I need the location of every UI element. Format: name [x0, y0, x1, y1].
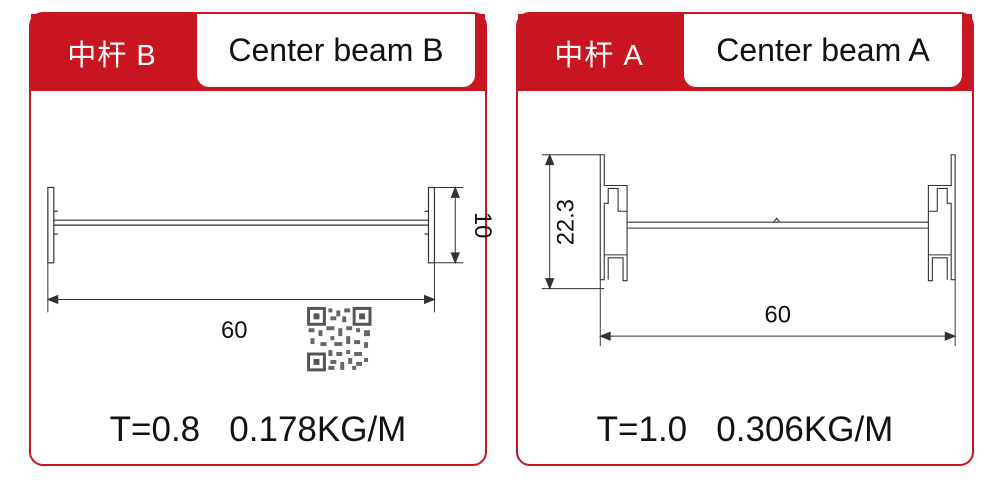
beam-b-right-flange [427, 186, 436, 264]
product-spec: T=0.8 0.178KG/M [109, 410, 407, 449]
beam-b-dimension-lines [46, 186, 464, 313]
beam-b-height-dimension: 10 [469, 212, 496, 238]
beam-b-profile [47, 186, 436, 264]
beam-a-right-flange [927, 154, 956, 281]
beam-b-width-dimension: 60 [221, 317, 247, 344]
beam-b-left-flange [47, 186, 55, 264]
card-header: 中杆 A Center beam A [518, 14, 972, 91]
qr-code-icon [306, 306, 372, 372]
product-code-label: 中杆 A [554, 39, 644, 72]
beam-a-width-dimension: 60 [764, 301, 790, 328]
beam-a-dimension-lines [541, 153, 957, 347]
product-name: Center beam A [684, 14, 962, 87]
beam-a-left-lower-lip [604, 254, 628, 282]
beam-a-right-lower-lip [927, 254, 952, 282]
product-card-center-beam-b: 中杆 B Center beam B [29, 12, 496, 466]
card-header: 中杆 B Center beam B [31, 14, 485, 91]
product-name: Center beam B [197, 14, 475, 87]
product-card-center-beam-a: 中杆 A Center beam A [516, 12, 974, 466]
product-spec: T=1.0 0.306KG/M [596, 410, 894, 449]
beam-a-profile [599, 154, 956, 282]
beam-a-height-dimension: 22.3 [553, 199, 580, 245]
product-code-label: 中杆 B [67, 39, 157, 72]
beam-a-left-flange [599, 154, 628, 281]
beam-b-profile-drawing: 60 10 [46, 186, 496, 372]
beam-a-profile-drawing: 60 22.3 [541, 153, 957, 347]
